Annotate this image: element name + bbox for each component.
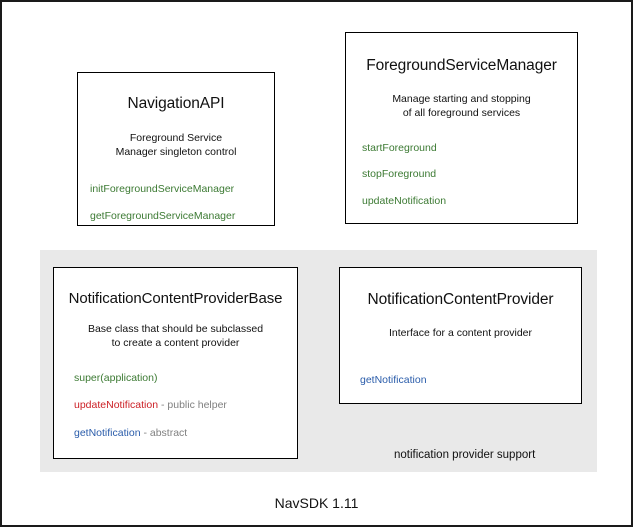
member-name: super(application) [74, 371, 158, 384]
class-title: NotificationContentProvider [367, 291, 554, 308]
class-members: initForegroundServiceManager getForegrou… [78, 182, 274, 222]
class-description-line: Foreground Service [129, 132, 223, 144]
class-description-line: Manager singleton control [115, 145, 237, 158]
class-member[interactable]: getNotification [360, 375, 581, 386]
member-name: startForeground [362, 141, 437, 154]
class-description-line: Manage starting and stopping [392, 93, 531, 105]
class-description-line: to create a content provider [111, 336, 240, 349]
class-box-notification-content-provider-base[interactable]: NotificationContentProviderBase Base cla… [53, 267, 298, 459]
class-member[interactable]: updateNotification - public helper [74, 400, 297, 411]
class-member[interactable]: startForeground [362, 141, 577, 154]
member-name: initForegroundServiceManager [90, 182, 235, 195]
class-member[interactable]: updateNotification [362, 194, 577, 207]
class-box-navigation-api[interactable]: NavigationAPI Foreground Service Manager… [77, 72, 275, 226]
class-description: Interface for a content provider [340, 327, 581, 341]
class-member[interactable]: initForegroundServiceManager [90, 182, 274, 195]
class-description: Foreground Service Manager singleton con… [78, 132, 274, 160]
member-note: - public helper [158, 399, 227, 412]
class-description: Manage starting and stopping of all fore… [346, 93, 577, 121]
class-member[interactable]: getNotification - abstract [74, 426, 297, 439]
class-box-foreground-service-manager[interactable]: ForegroundServiceManager Manage starting… [345, 32, 578, 224]
class-members: startForeground stopForeground updateNot… [346, 141, 577, 207]
class-members: super(application) updateNotification - … [54, 371, 297, 439]
class-title: NotificationContentProviderBase [68, 290, 283, 307]
member-name: getNotification [74, 426, 141, 439]
class-title: ForegroundServiceManager [366, 57, 557, 74]
member-note: - abstract [140, 426, 188, 439]
member-name: updateNotification [74, 399, 159, 412]
class-description: Base class that should be subclassed to … [54, 323, 297, 351]
class-title: NavigationAPI [127, 95, 225, 112]
member-name: getNotification [360, 373, 427, 386]
class-members: getNotification [340, 375, 581, 386]
class-member[interactable]: stopForeground [362, 169, 577, 180]
member-name: stopForeground [362, 168, 437, 181]
member-name: getForegroundServiceManager [90, 210, 236, 223]
panel-caption: notification provider support [394, 449, 536, 461]
class-description-line: Interface for a content provider [389, 327, 532, 339]
class-member[interactable]: getForegroundServiceManager [90, 211, 274, 222]
class-description-line: Base class that should be subclassed [87, 323, 264, 335]
footer-label: NavSDK 1.11 [274, 495, 359, 511]
class-box-notification-content-provider[interactable]: NotificationContentProvider Interface fo… [339, 267, 582, 404]
class-description-line: of all foreground services [402, 106, 521, 119]
class-member[interactable]: super(application) [74, 371, 297, 384]
member-name: updateNotification [362, 194, 447, 207]
